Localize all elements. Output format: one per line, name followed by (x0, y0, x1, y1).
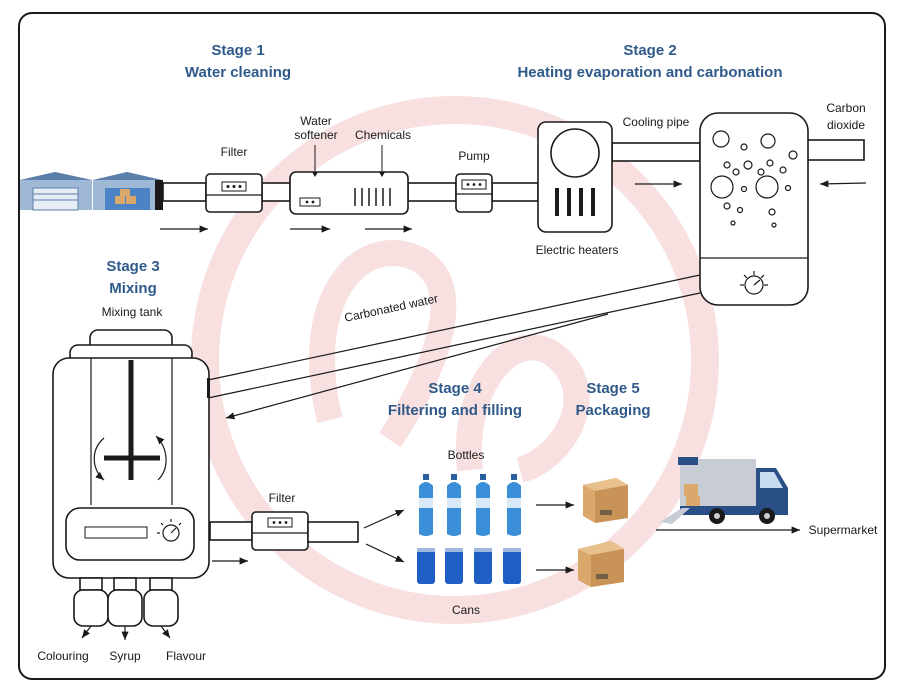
carbon-dioxide-label: Carbon dioxide (826, 101, 865, 132)
svg-text:Stage 5: Stage 5 (586, 380, 639, 397)
stage-4-title: Stage 4 Filtering and filling (388, 380, 522, 419)
water-softener-label-2: softener (294, 128, 337, 142)
pipe-top-line (162, 139, 865, 202)
water-softener: Water softener Chemicals (289, 114, 411, 215)
pump-label: Pump (458, 149, 490, 163)
svg-text:Water cleaning: Water cleaning (185, 64, 291, 81)
water-bottles (419, 474, 521, 536)
svg-text:Stage 3: Stage 3 (106, 258, 159, 275)
syrup-label: Syrup (109, 649, 141, 663)
svg-text:Stage 2: Stage 2 (623, 42, 676, 59)
cans-label: Cans (452, 603, 480, 617)
carbonation-tank (699, 112, 809, 306)
flow-arrows-top (160, 180, 867, 233)
stage-2-title: Stage 2 Heating evaporation and carbonat… (517, 42, 782, 81)
mixing-tank (52, 329, 210, 579)
stage-5-title: Stage 5 Packaging (575, 380, 650, 419)
colouring-label: Colouring (37, 649, 88, 663)
svg-text:Carbon: Carbon (826, 101, 865, 115)
delivery-truck-icon (660, 457, 788, 524)
pump: Pump (455, 149, 493, 213)
mixing-tank-label: Mixing tank (102, 305, 164, 319)
svg-text:Mixing: Mixing (109, 280, 157, 297)
filter-top-label: Filter (221, 145, 248, 159)
supermarket-label: Supermarket (809, 523, 878, 537)
stage-3-title: Stage 3 Mixing (106, 258, 159, 297)
svg-text:dioxide: dioxide (827, 118, 865, 132)
svg-text:Stage 4: Stage 4 (428, 380, 482, 397)
ingredient-containers (73, 577, 179, 640)
watermark-logo (191, 96, 719, 624)
bottles-label: Bottles (448, 448, 485, 462)
filter-top: Filter (205, 145, 263, 213)
carbonated-water-label: Carbonated water (343, 291, 439, 325)
packaging-arrows (536, 501, 574, 574)
diagram-frame (18, 12, 886, 680)
water-softener-label-1: Water (300, 114, 332, 128)
filter-bottom-label: Filter (269, 491, 296, 505)
electric-heater: Electric heaters (536, 121, 619, 257)
warehouse-icon (20, 172, 163, 211)
chemicals-label: Chemicals (355, 128, 411, 142)
cooling-pipe-label: Cooling pipe (623, 115, 690, 129)
svg-text:Packaging: Packaging (575, 402, 650, 419)
package-box-2 (578, 541, 624, 587)
cans (417, 548, 521, 584)
svg-text:Filtering and filling: Filtering and filling (388, 402, 522, 419)
stage-1-title: Stage 1 Water cleaning (185, 42, 291, 81)
package-box-1 (583, 478, 628, 523)
electric-heaters-label: Electric heaters (536, 243, 619, 257)
split-arrows (363, 509, 405, 563)
svg-text:Stage 1: Stage 1 (211, 42, 264, 59)
svg-text:Heating evaporation and carbon: Heating evaporation and carbonation (517, 64, 782, 81)
flavour-label: Flavour (166, 649, 206, 663)
filter-bottom: Filter (209, 491, 359, 565)
